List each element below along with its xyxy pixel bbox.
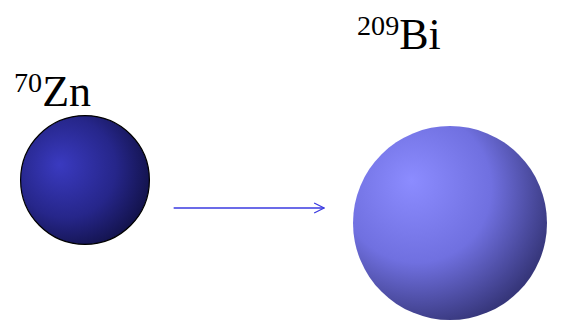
sphere-shape xyxy=(20,115,150,245)
isotope-label: 70Zn xyxy=(14,70,91,114)
label-holder: 70Zn xyxy=(14,70,91,114)
nucleus-sphere: 70Zn xyxy=(20,115,150,245)
sphere-shape xyxy=(353,126,547,320)
isotope-label: 209Bi xyxy=(357,13,441,57)
nucleus-sphere: 209Bi xyxy=(353,126,547,320)
beam-arrow xyxy=(174,207,325,208)
label-holder: 209Bi xyxy=(357,13,441,57)
